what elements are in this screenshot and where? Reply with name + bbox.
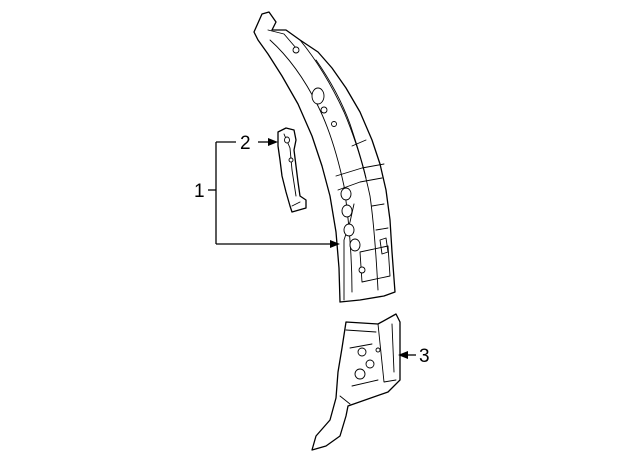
callout-1-arrowhead [330, 240, 340, 248]
callout-2-label: 2 [240, 133, 251, 154]
callout-2-leader [258, 138, 278, 146]
callout-3-leader [398, 351, 416, 359]
callout-2-arrowhead [268, 138, 278, 146]
callout-1-label: 1 [194, 181, 205, 202]
callout-1-leader [208, 141, 340, 248]
part-2-bracket [277, 127, 307, 213]
part-3-lower-panel [311, 313, 401, 451]
callout-3-arrowhead [398, 351, 408, 359]
callout-3-label: 3 [419, 346, 430, 367]
part-1-pillar [253, 11, 396, 303]
